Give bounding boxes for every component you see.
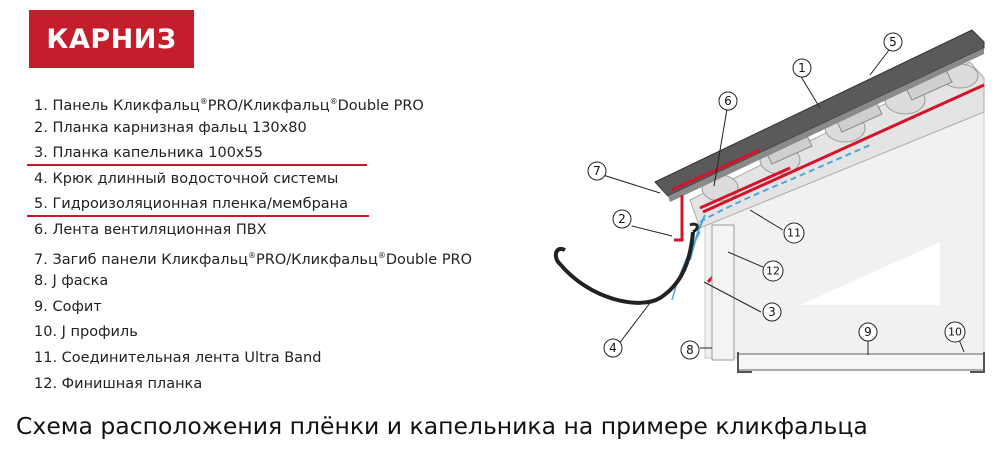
svg-text:10: 10 [948, 326, 962, 339]
callout-10 [944, 321, 966, 343]
callout-leaders [602, 49, 965, 355]
eaves-strip [671, 148, 761, 192]
legend-item: 4. Крюк длинный водосточной системы [34, 170, 339, 187]
svg-text:12: 12 [766, 265, 780, 278]
svg-text:9: 9 [864, 325, 872, 339]
soffit-board [737, 353, 985, 371]
legend-item: 3. Планка капельника 100х55 [27, 142, 472, 168]
battens [764, 67, 953, 165]
highlight-underline [27, 215, 369, 218]
j-profile [970, 352, 985, 373]
callout-8 [680, 340, 700, 360]
svg-text:3: 3 [768, 305, 776, 319]
gutter [553, 231, 695, 305]
svg-text:4: 4 [609, 341, 617, 355]
svg-text:1: 1 [798, 61, 806, 75]
callout-markers: 1 2 3 4 5 6 7 8 9 10 11 12 [587, 32, 966, 360]
roof-panel [654, 29, 985, 197]
wall-cutout [800, 242, 940, 305]
legend-item: 5. Гидроизоляционная пленка/мембрана [27, 193, 472, 219]
svg-text:7: 7 [593, 164, 601, 178]
diagram-caption: Схема расположения плёнки и капельника н… [16, 412, 868, 440]
membrane-line [702, 83, 985, 214]
callout-9 [858, 322, 878, 342]
legend-item: 12. Финишная планка [34, 375, 203, 392]
callout-2 [612, 209, 632, 229]
legend-item: 2. Планка карнизная фальц 130х80 [34, 119, 307, 136]
legend-item: 1. Панель Кликфальц®PRO/Кликфальц®Double… [34, 97, 424, 114]
legend-item: 8. J фаска [34, 273, 109, 290]
callout-4 [603, 338, 623, 358]
callout-3 [762, 302, 782, 322]
gutter-hook [689, 222, 699, 234]
legend-item: 6. Лента вентиляционная ПВХ [34, 221, 267, 238]
connecting-tape [699, 166, 791, 210]
legend-item: 7. Загиб панели Кликфальц®PRO/Кликфальц®… [34, 250, 473, 268]
svg-text:2: 2 [618, 212, 626, 226]
callout-7 [587, 161, 607, 181]
callout-5 [883, 32, 903, 52]
legend-list: 1. Панель Кликфальц®PRO/Кликфальц®Double… [27, 91, 473, 398]
highlight-underline [27, 164, 367, 167]
callout-11 [783, 222, 805, 244]
airflow-arrows [699, 144, 871, 223]
legend-item: 9. Софит [34, 298, 102, 315]
svg-text:5: 5 [889, 35, 897, 49]
airflow-arrows [689, 214, 706, 261]
svg-text:8: 8 [686, 343, 694, 357]
legend-item: 10. J профиль [34, 324, 138, 341]
section-title-badge: КАРНИЗ [29, 10, 194, 68]
roof-panel-edge [668, 48, 984, 202]
callout-12 [762, 260, 784, 282]
section-title: КАРНИЗ [46, 23, 177, 55]
legend-item: 11. Соединительная лента Ultra Band [34, 349, 322, 366]
callout-6 [718, 91, 738, 111]
svg-text:6: 6 [724, 94, 732, 108]
svg-text:11: 11 [787, 227, 801, 240]
j-profile [737, 352, 752, 373]
drip-edge [674, 195, 684, 242]
callout-1 [792, 58, 812, 78]
